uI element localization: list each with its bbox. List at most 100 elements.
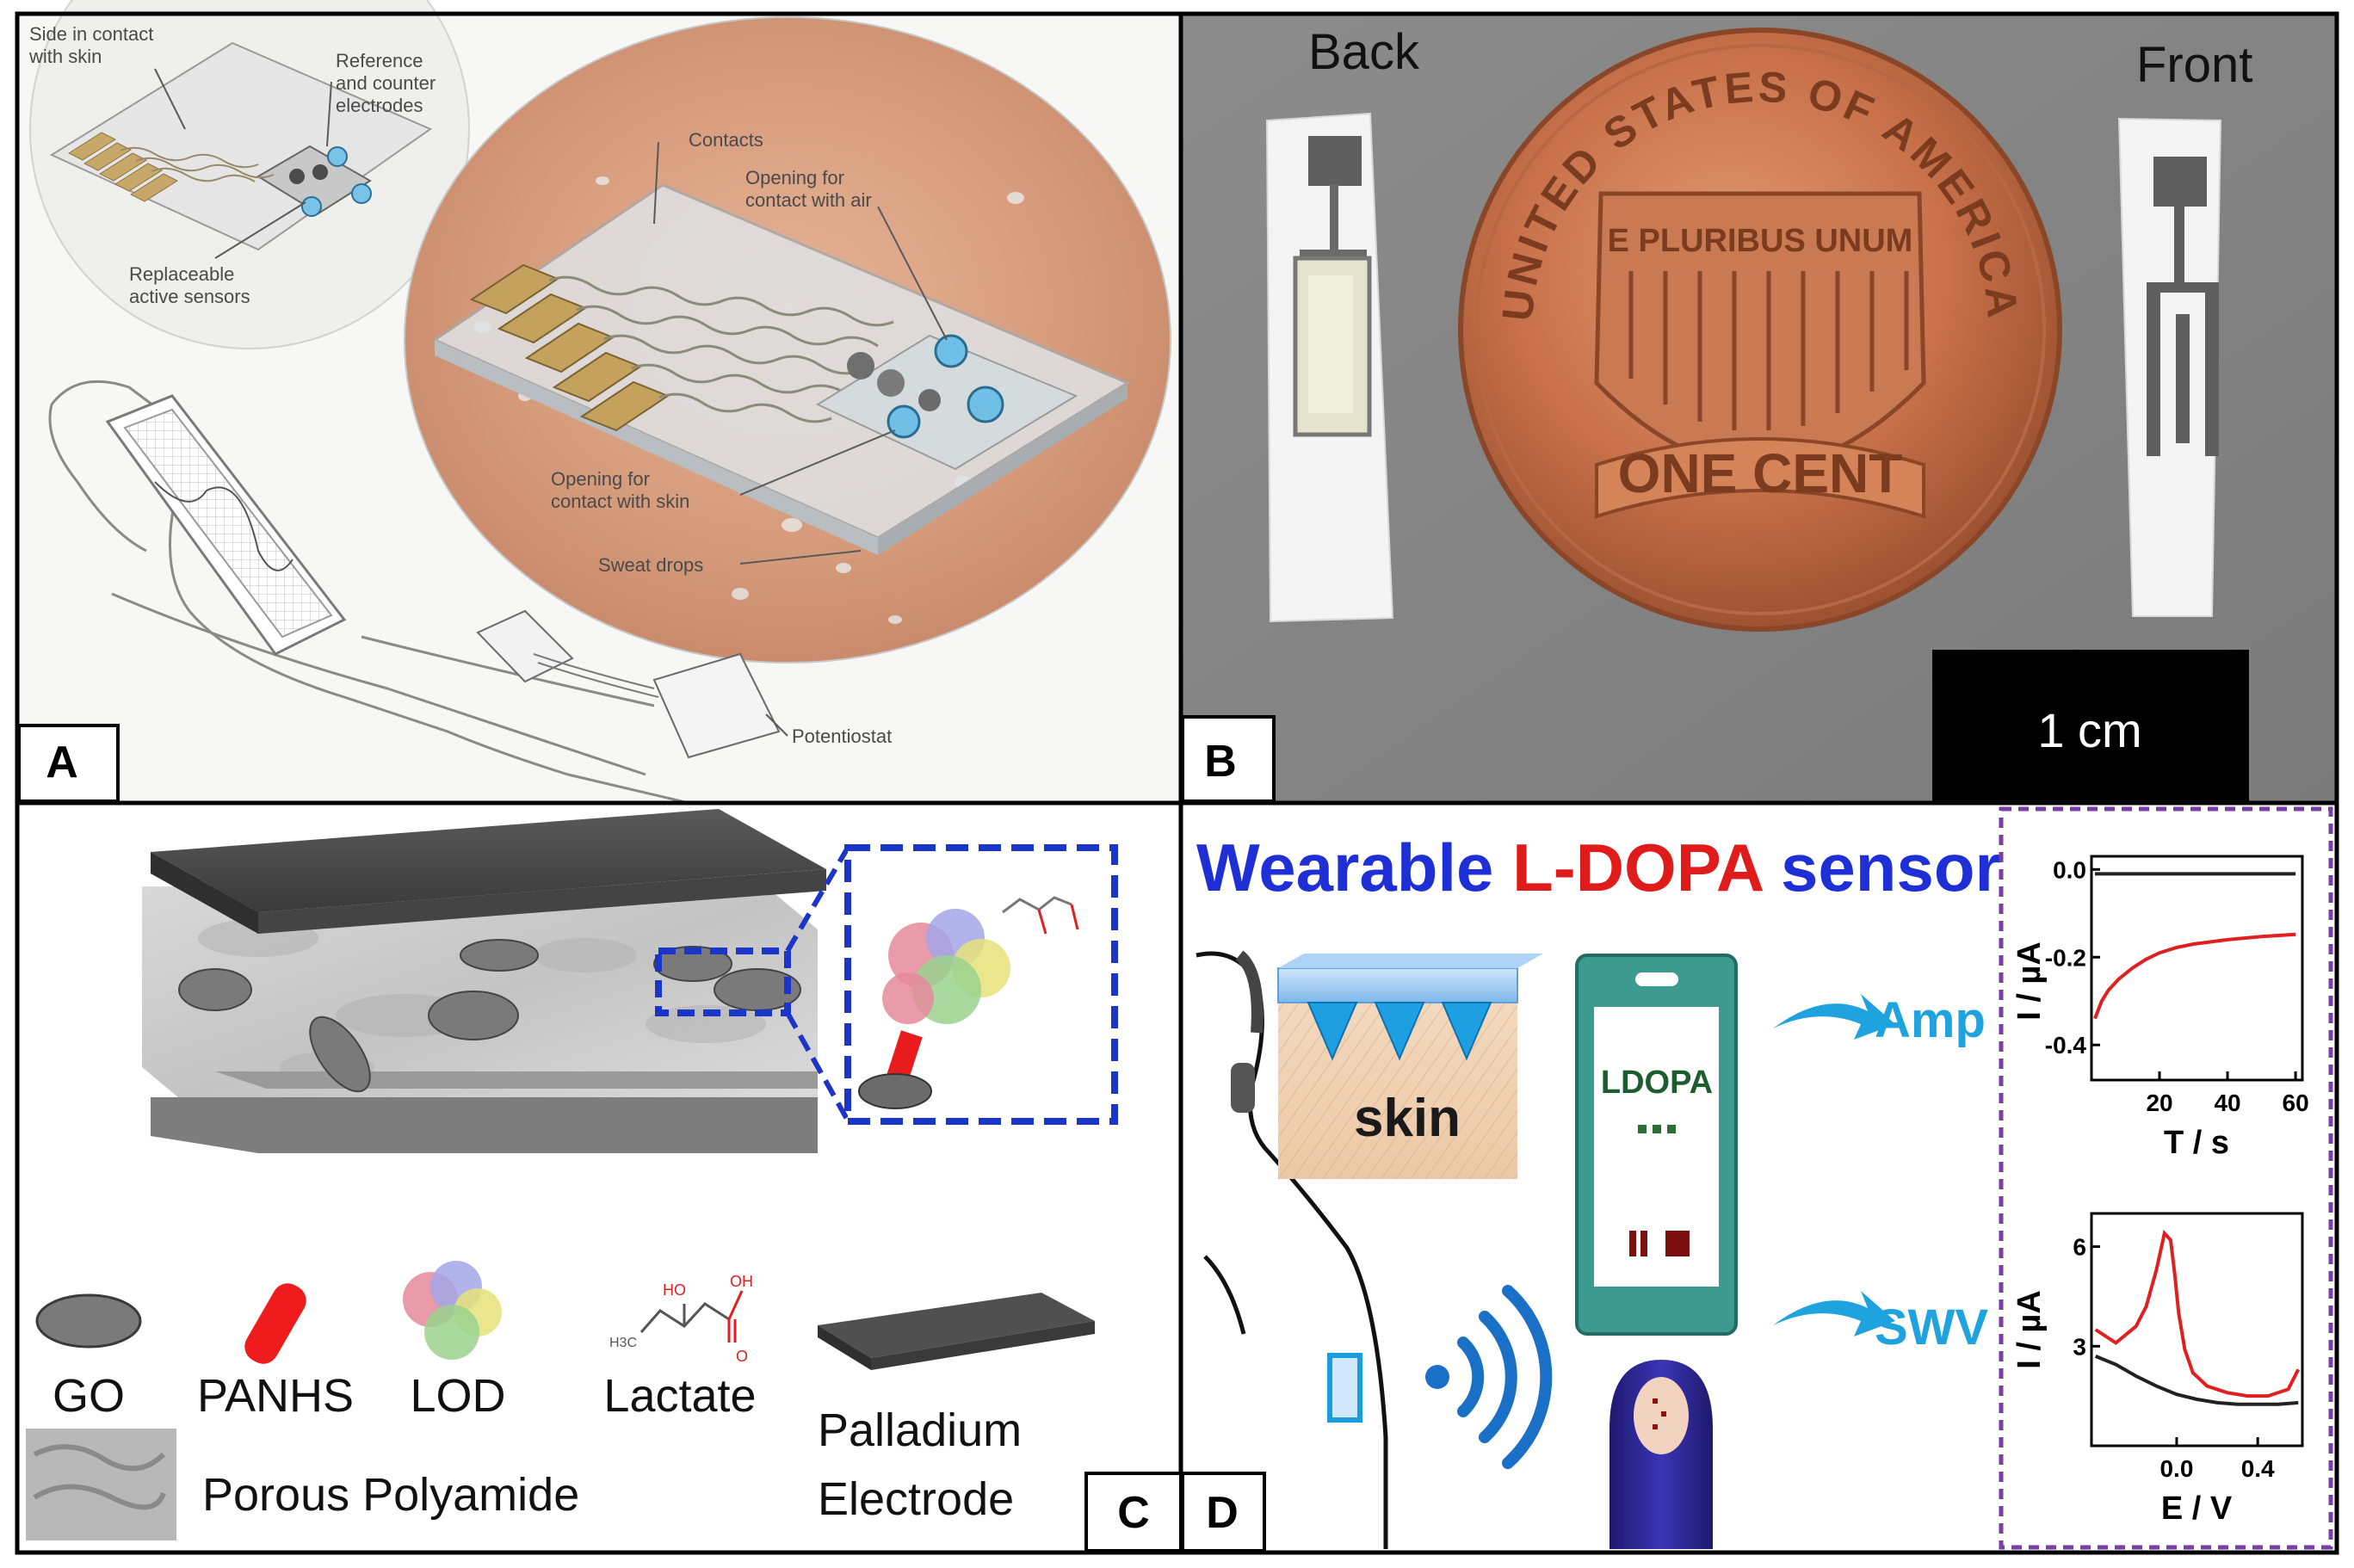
chart1-ytick-label-1: -0.2 — [2045, 944, 2086, 971]
lod-enzyme-cluster — [882, 909, 1010, 1024]
penny-coin: UNITED STATES OF AMERICA E PLURIBUS UNUM… — [1458, 28, 2062, 632]
main-sensor-plate — [431, 183, 1131, 555]
label-box-d — [1181, 1472, 1266, 1553]
legend-palladium-label-1: Palladium — [818, 1404, 1022, 1456]
label-box-a — [17, 724, 120, 803]
headphone-band — [1235, 950, 1263, 1034]
legend-palladium-symbol — [818, 1293, 1095, 1370]
amp-label: Amp — [1875, 992, 1986, 1048]
label-box-c — [1084, 1472, 1183, 1553]
label-replaceable-2: active sensors — [129, 286, 250, 307]
legend-polyamide-label: Porous Polyamide — [202, 1469, 579, 1521]
legend-lod-label: LOD — [410, 1370, 505, 1422]
chart2-series-1 — [2094, 1355, 2299, 1406]
label-replaceable-1: Replaceable — [129, 263, 234, 285]
label-ref-counter-1: Reference — [336, 50, 423, 71]
legend-lod-symbol — [403, 1261, 502, 1360]
label-back: Back — [1308, 24, 1420, 80]
legend-lactate-label: Lactate — [603, 1370, 756, 1422]
phone-sketch — [105, 394, 347, 656]
chart1-xlabel: T / s — [2164, 1125, 2229, 1161]
wrist-patch — [476, 609, 659, 698]
coin-motto: E PLURIBUS UNUM — [1608, 223, 1913, 259]
chem-ho: HO — [663, 1281, 686, 1299]
legend: HO OH O H3C GO PANHS LOD Lactate Palladi… — [26, 1261, 1095, 1540]
scale-bar-box — [1932, 650, 2249, 801]
legend-go-label: GO — [53, 1370, 125, 1422]
top-electrode-plate — [151, 809, 826, 912]
label-ref-counter-2: and counter — [336, 72, 436, 94]
skin-label: skin — [1354, 1089, 1461, 1148]
panel-a: Side in contact with skin Reference and … — [19, 0, 1179, 861]
label-ref-counter-3: electrodes — [336, 95, 423, 116]
potentiostat-device — [652, 652, 781, 759]
label-air-2: contact with air — [745, 189, 872, 211]
label-box-b — [1181, 715, 1276, 803]
label-skin-side-1: Side in contact — [29, 23, 153, 45]
chart1-frame — [2090, 855, 2304, 1082]
legend-polyamide-swatch — [26, 1429, 176, 1540]
panel-b: UNITED STATES OF AMERICA E PLURIBUS UNUM… — [1183, 15, 2335, 801]
chart1-xtick-label-0: 20 — [2146, 1090, 2172, 1116]
chem-o: O — [736, 1348, 748, 1365]
go-flakes — [178, 939, 801, 1093]
skin-microneedle-block: skin — [1277, 954, 1543, 1179]
chart2-ytick-label-0: 3 — [2073, 1333, 2086, 1360]
legend-lactate-structure: HO OH O H3C — [609, 1273, 753, 1365]
chart2-xlabel: E / V — [2161, 1491, 2233, 1527]
label-potentiostat: Potentiostat — [792, 725, 892, 747]
panel-c: HO OH O H3C GO PANHS LOD Lactate Palladi… — [19, 805, 1179, 1551]
inset-sensor — [49, 41, 433, 251]
panel-d-title: Wearable L-DOPA sensor — [1196, 830, 2001, 905]
chart2-frame — [2090, 1212, 2304, 1448]
legend-go-symbol — [35, 1293, 142, 1349]
panhs-linker — [886, 1030, 923, 1083]
chart2-xtick-label-0: 0.0 — [2159, 1455, 2193, 1482]
phone-label: LDOPA — [1601, 1065, 1713, 1101]
leader-lines — [154, 68, 948, 737]
chart1-ytick-label-0: 0.0 — [2053, 856, 2086, 883]
panel-label-b: B — [1204, 737, 1237, 787]
chart1-series-1 — [2093, 932, 2296, 1020]
headphone-cup — [1231, 1063, 1255, 1113]
legend-palladium-label-2: Electrode — [818, 1473, 1014, 1525]
title-ldopa: L-DOPA — [1512, 830, 1764, 905]
chart1-xtick-label-1: 40 — [2214, 1090, 2240, 1116]
bottom-palladium-strip — [151, 1097, 818, 1153]
finger-sensor — [1609, 1360, 1713, 1549]
smartphone-device: LDOPA — [1575, 954, 1738, 1336]
porous-block — [142, 809, 826, 1153]
swv-arrow — [1773, 1291, 1895, 1337]
panel-label-a: A — [46, 738, 78, 787]
wearable-patch — [1327, 1353, 1362, 1423]
amp-arrow — [1773, 994, 1895, 1040]
panel-d: Wearable L-DOPA sensor — [1183, 805, 2335, 1551]
title-sensor: sensor — [1762, 830, 2000, 905]
front-sensor-strip — [2117, 117, 2222, 617]
label-air-1: Opening for — [745, 167, 844, 188]
scale-bar-label: 1 cm — [2037, 703, 2141, 757]
wifi-icon — [1425, 1285, 1553, 1469]
chart2-ytick-label-1: 6 — [2073, 1234, 2086, 1261]
label-sweat: Sweat drops — [598, 554, 703, 576]
chem-oh: OH — [730, 1273, 753, 1290]
label-skin-open-1: Opening for — [551, 468, 650, 490]
chart2-xtick-label-1: 0.4 — [2241, 1455, 2275, 1482]
chart2-ylabel: I / µA — [2011, 1290, 2048, 1369]
swv-chart: 0.0 0.4 3 6 I / µA E / V — [2011, 1212, 2304, 1527]
back-sensor-strip — [1265, 112, 1394, 623]
plots-dashed-frame — [1999, 806, 2333, 1550]
zoom-callout — [655, 844, 1118, 1125]
chem-h3c: H3C — [609, 1336, 637, 1350]
chart1-ytick-label-2: -0.4 — [2045, 1032, 2087, 1059]
panel-label-d: D — [1206, 1488, 1239, 1538]
label-contacts: Contacts — [689, 129, 763, 151]
chart1-ylabel: I / µA — [2011, 941, 2048, 1021]
legend-panhs-symbol — [244, 1283, 306, 1364]
label-skin-open-2: contact with skin — [551, 491, 689, 512]
panel-label-c: C — [1117, 1488, 1150, 1538]
label-front: Front — [2136, 37, 2252, 93]
label-skin-side-2: with skin — [28, 46, 102, 67]
